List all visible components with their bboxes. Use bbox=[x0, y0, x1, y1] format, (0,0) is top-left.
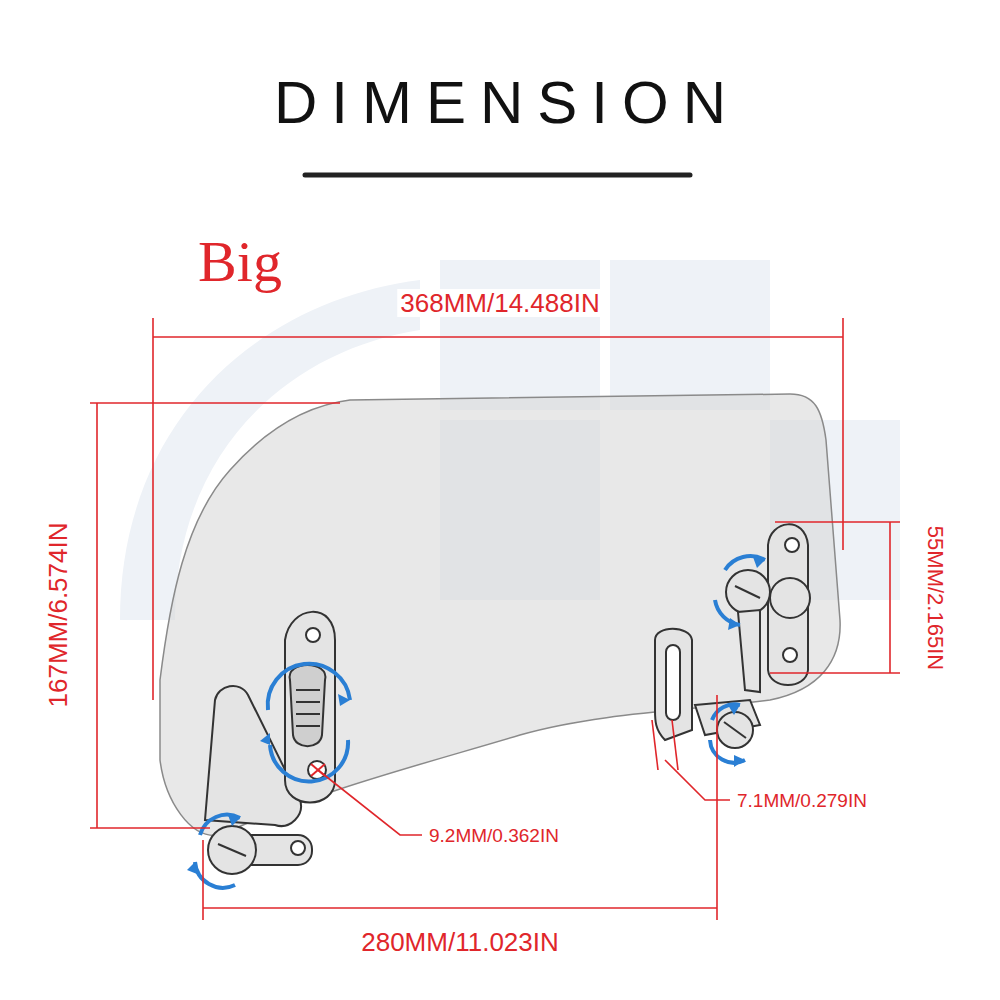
size-tag: Big bbox=[195, 232, 285, 292]
dimension-lines bbox=[90, 318, 900, 920]
dimension-label: 280MM/11.023IN bbox=[358, 928, 562, 956]
center-mark bbox=[311, 764, 325, 776]
dimension-label: 9.2MM/0.362IN bbox=[426, 825, 562, 846]
dimension-label: 167MM/6.574IN bbox=[44, 520, 72, 711]
arrow-heads bbox=[187, 557, 765, 874]
page-title: DIMENSION bbox=[260, 73, 740, 133]
windshield-outline bbox=[160, 394, 840, 835]
dimension-label: 368MM/14.488IN bbox=[397, 289, 602, 317]
right-clamp bbox=[655, 524, 810, 748]
dimension-label: 55MM/2.165IN bbox=[923, 523, 947, 673]
rotation-arrows bbox=[195, 556, 765, 888]
left-clamp bbox=[205, 612, 335, 874]
title-underline bbox=[305, 173, 690, 178]
dimension-label: 7.1MM/0.279IN bbox=[734, 790, 870, 811]
